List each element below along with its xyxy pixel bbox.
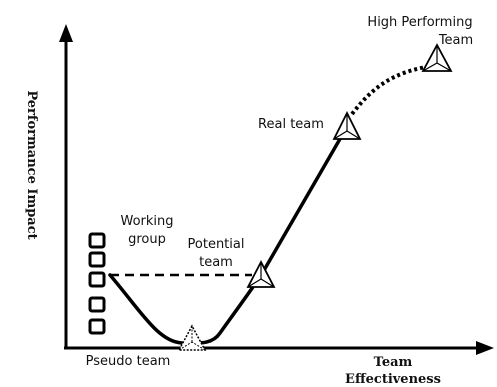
high-performing-label-line1: High Performing: [367, 15, 472, 30]
y-axis-label: Performance Impact: [24, 90, 39, 239]
y-axis-arrowhead: [59, 24, 73, 42]
real-team-marker-icon: [332, 110, 362, 140]
working-group-members-icon: [88, 232, 106, 335]
potential-team-label-line1: Potential: [188, 237, 245, 252]
working-group-label-line1: Working: [120, 214, 173, 229]
potential-team-label-line2: team: [199, 255, 233, 270]
potential-team-marker-icon: [246, 260, 276, 288]
member-square: [88, 296, 106, 313]
real-team-label: Real team: [258, 117, 324, 132]
pseudo-team-label: Pseudo team: [86, 354, 171, 369]
x-axis-label-line1: Team: [374, 355, 413, 370]
pseudo-team-marker-icon: [177, 324, 207, 351]
working-group-label-line2: group: [128, 232, 166, 247]
high-performing-team-marker-icon: [421, 43, 453, 72]
x-axis-label-line2: Effectiveness: [345, 372, 441, 387]
x-axis-arrowhead: [476, 341, 494, 355]
member-square: [88, 318, 106, 335]
member-square: [88, 251, 106, 268]
high-performing-label-line2: Team: [438, 33, 473, 48]
member-square: [88, 232, 106, 249]
high-performing-dotted-curve: [350, 64, 433, 116]
member-square: [88, 271, 106, 288]
